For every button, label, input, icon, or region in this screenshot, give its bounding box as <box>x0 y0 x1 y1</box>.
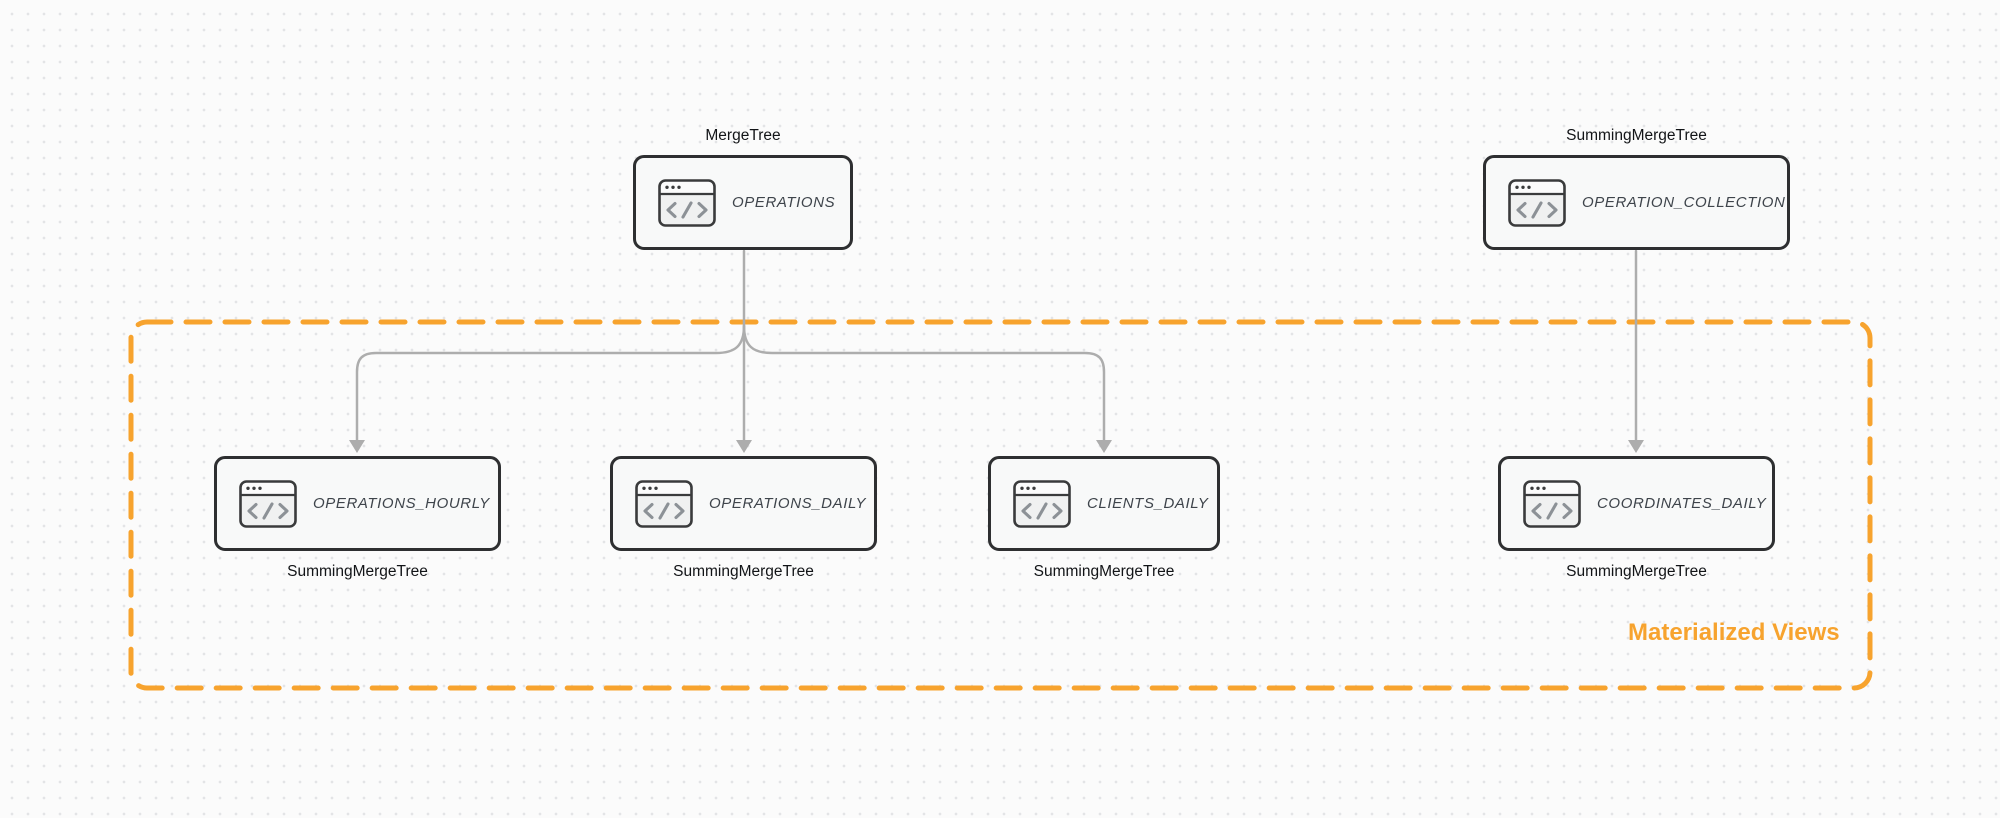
node-operation-collection: SummingMergeTree OPERATION_COLLECTION <box>1483 127 1790 250</box>
code-window-icon <box>1523 479 1581 528</box>
node-name: CLIENTS_DAILY <box>1087 495 1209 512</box>
node-coordinates-daily: SummingMergeTree COORDINATES_DAILY <box>1498 456 1775 580</box>
arrowhead <box>1628 440 1644 453</box>
engine-label: SummingMergeTree <box>287 563 428 580</box>
edge-operations-to-clients-daily <box>742 324 1106 443</box>
arrowhead <box>736 440 752 453</box>
node-name: OPERATION_COLLECTION <box>1582 194 1786 211</box>
node-operations: MergeTree OPERATIONS <box>633 127 853 250</box>
code-window-icon <box>635 479 693 528</box>
code-window-icon <box>1508 178 1566 227</box>
node-operations-hourly: SummingMergeTree OPERATIONS_HOURLY <box>214 456 501 580</box>
engine-label: SummingMergeTree <box>673 563 814 580</box>
node-name: OPERATIONS_DAILY <box>709 495 867 512</box>
engine-label: SummingMergeTree <box>1033 563 1175 580</box>
node-name: OPERATIONS_HOURLY <box>313 495 490 512</box>
node-clients-daily: SummingMergeTree CLIENTS_DAILY <box>988 456 1220 580</box>
node-operations-daily: SummingMergeTree OPERATIONS_DAILY <box>610 456 877 580</box>
engine-label: SummingMergeTree <box>1566 127 1707 144</box>
code-window-icon <box>1013 479 1071 528</box>
arrowhead <box>1096 440 1112 453</box>
edge-operations-to-operations-hourly <box>355 324 746 443</box>
code-window-icon <box>239 479 297 528</box>
arrowhead <box>349 440 365 453</box>
node-name: OPERATIONS <box>732 194 836 211</box>
engine-label: MergeTree <box>705 127 781 144</box>
materialized-views-region-label: Materialized Views <box>1628 619 1840 646</box>
node-name: COORDINATES_DAILY <box>1597 495 1767 512</box>
code-window-icon <box>658 178 716 227</box>
engine-label: SummingMergeTree <box>1566 563 1707 580</box>
